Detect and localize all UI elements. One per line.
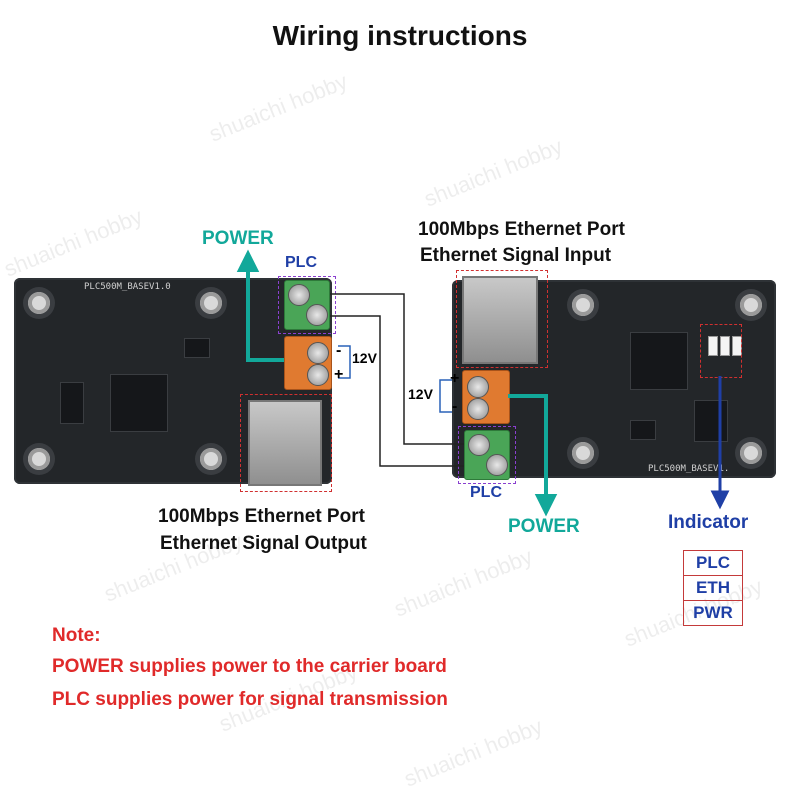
mount-hole — [28, 292, 50, 314]
plus-sign-left: + — [334, 366, 344, 383]
plc-wire-top — [330, 293, 464, 445]
mount-hole — [572, 294, 594, 316]
chip — [630, 420, 656, 440]
chip — [60, 382, 84, 424]
screw-icon — [306, 304, 328, 326]
plus-sign-right: + — [450, 370, 460, 387]
indicator-label: Indicator — [668, 512, 749, 533]
power-arrow-right-line — [508, 394, 548, 498]
chip — [184, 338, 210, 358]
ethernet-port-highlight — [240, 394, 332, 492]
board-silkscreen-name: PLC500M_BASEV1.0 — [84, 282, 171, 292]
ethernet-output-label-line2: Ethernet Signal Output — [160, 533, 367, 554]
indicator-row-pwr: PWR — [683, 600, 743, 626]
plc-wire-bottom — [330, 315, 464, 467]
screw-icon — [307, 342, 329, 364]
power-terminal-left — [284, 336, 332, 390]
chip — [694, 400, 728, 442]
note-line-1: POWER supplies power to the carrier boar… — [52, 656, 447, 677]
power-terminal-right — [462, 370, 510, 424]
led-plc — [708, 336, 718, 356]
ethernet-port-highlight — [456, 270, 548, 368]
indicator-row-eth: ETH — [683, 575, 743, 601]
screw-icon — [486, 454, 508, 476]
plc-terminal-left — [284, 280, 330, 330]
plc-label-left: PLC — [285, 254, 317, 271]
mount-hole — [740, 294, 762, 316]
screw-icon — [288, 284, 310, 306]
mount-hole — [740, 442, 762, 464]
page-title: Wiring instructions — [272, 20, 528, 51]
left-carrier-board: PLC500M_BASEV1.0 — [14, 278, 332, 484]
mount-hole — [200, 292, 222, 314]
indicator-arrow-head — [710, 490, 730, 510]
voltage-bracket-left — [338, 345, 351, 379]
power-label-left: POWER — [202, 228, 274, 249]
board-silkscreen-name: PLC500M_BASEV1. — [648, 464, 730, 474]
screw-icon — [307, 364, 329, 386]
power-arrow-left-line — [246, 268, 284, 362]
screw-icon — [467, 398, 489, 420]
indicator-row-plc: PLC — [683, 550, 743, 576]
ethernet-port-output — [248, 400, 322, 486]
ethernet-input-label-line2: Ethernet Signal Input — [420, 245, 612, 266]
minus-sign-left: - — [336, 342, 342, 359]
power-arrow-left-head — [236, 249, 260, 272]
mount-hole — [200, 448, 222, 470]
plc-terminal-right — [464, 430, 510, 480]
voltage-label-right: 12V — [408, 386, 433, 402]
indicator-legend: PLC ETH PWR — [683, 550, 743, 626]
plc-terminal-highlight — [278, 276, 336, 334]
screw-icon — [468, 434, 490, 456]
ethernet-input-label-line1: 100Mbps Ethernet Port — [418, 219, 625, 240]
ethernet-port-input — [462, 276, 538, 364]
note-heading: Note: — [52, 625, 101, 646]
mount-hole — [572, 442, 594, 464]
main-chip — [630, 332, 688, 390]
mount-hole — [28, 448, 50, 470]
led-eth — [720, 336, 730, 356]
plc-label-right: PLC — [470, 484, 502, 501]
note-line-2: PLC supplies power for signal transmissi… — [52, 689, 448, 710]
screw-icon — [467, 376, 489, 398]
power-label-right: POWER — [508, 516, 580, 537]
ethernet-output-label-line1: 100Mbps Ethernet Port — [158, 506, 365, 527]
voltage-bracket-right — [439, 379, 452, 413]
voltage-label-left: 12V — [352, 350, 377, 366]
power-arrow-right-head — [534, 494, 558, 517]
minus-sign-right: - — [452, 398, 458, 415]
plc-terminal-highlight — [458, 426, 516, 484]
main-chip — [110, 374, 168, 432]
